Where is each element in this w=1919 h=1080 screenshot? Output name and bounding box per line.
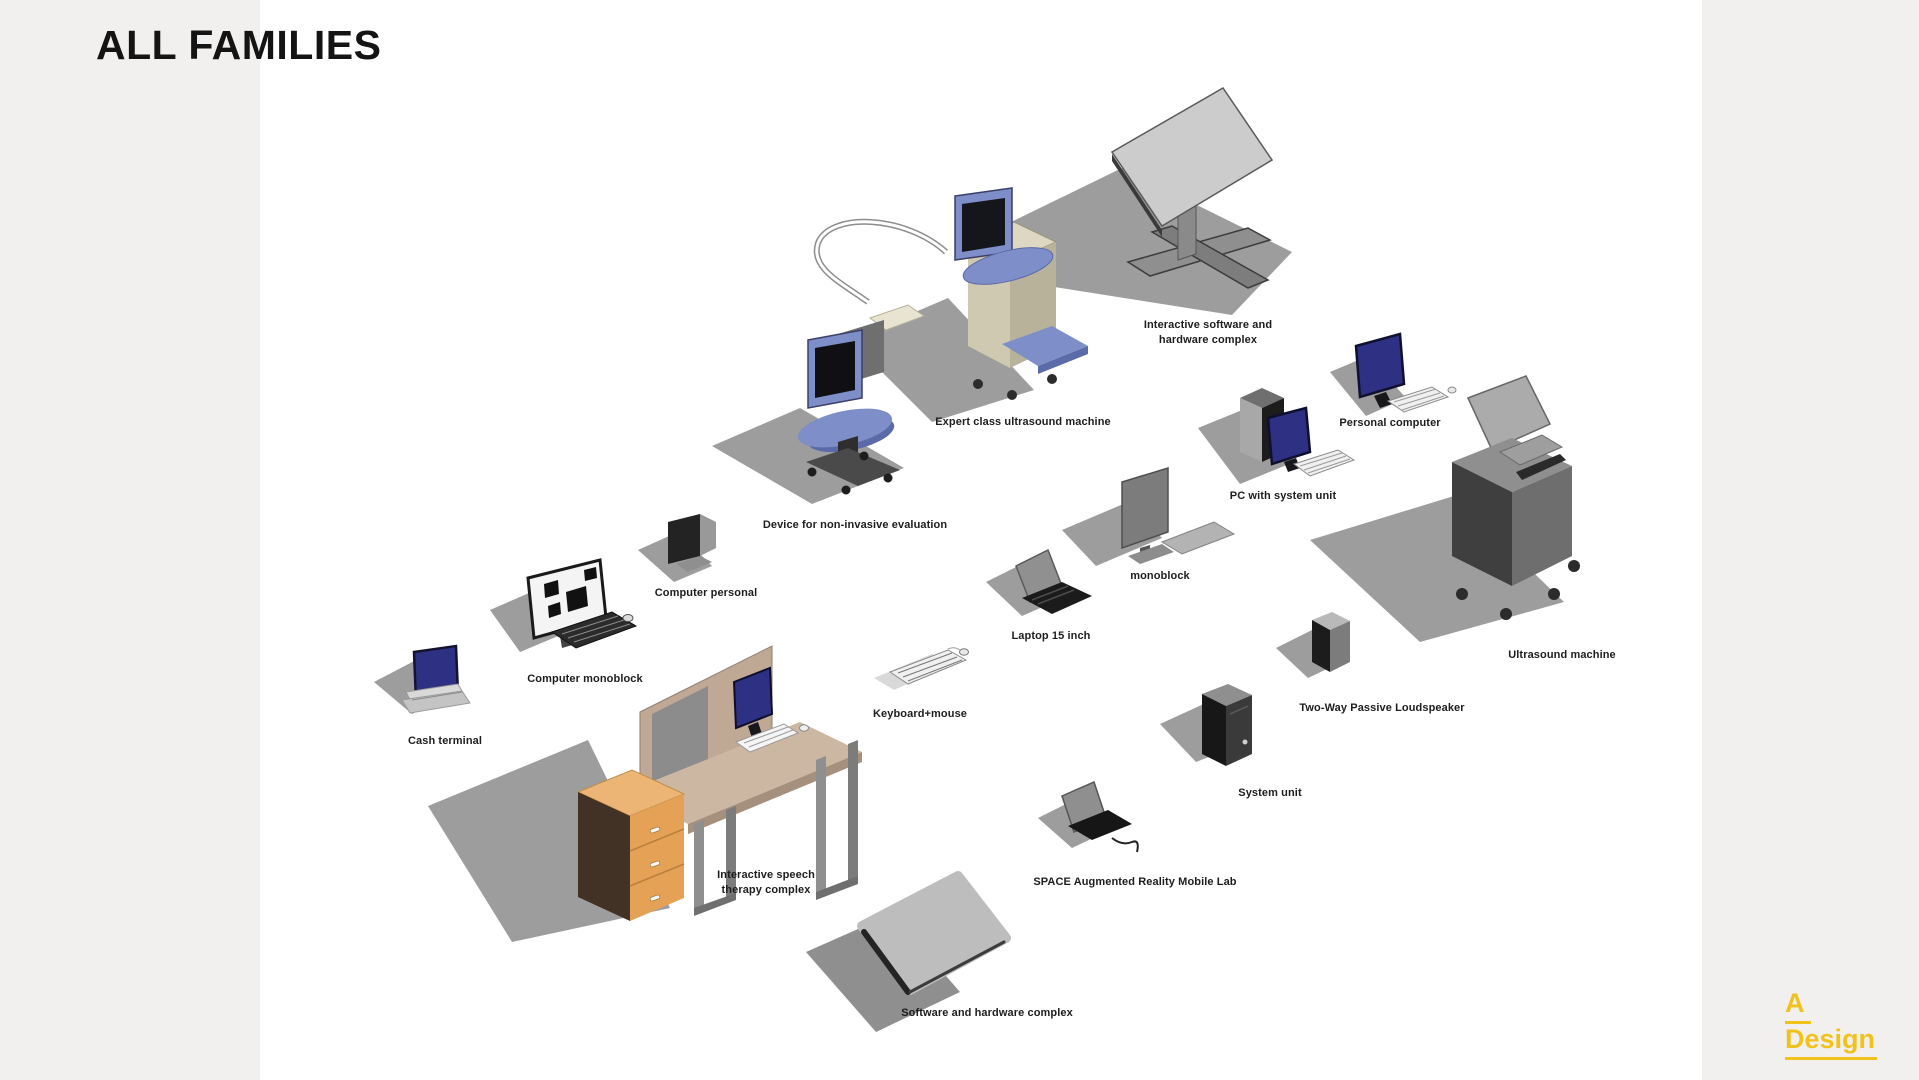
label-monoblock: monoblock bbox=[1130, 570, 1190, 582]
label-interactive-software-hardware-complex: Interactive software and hardware comple… bbox=[1143, 319, 1273, 346]
model-computer-monoblock bbox=[490, 558, 638, 652]
right-margin-panel bbox=[1702, 0, 1919, 1080]
label-personal-computer: Personal computer bbox=[1339, 417, 1441, 429]
model-system-unit bbox=[1160, 684, 1252, 766]
model-interactive-software-hardware-complex bbox=[1005, 87, 1292, 315]
label-software-and-hardware-complex: Software and hardware complex bbox=[901, 1007, 1073, 1019]
left-margin-panel bbox=[0, 0, 260, 1080]
model-device-for-non-invasive-evaluation bbox=[712, 304, 926, 504]
brand-logo-line1[interactable]: A bbox=[1785, 988, 1811, 1024]
model-expert-class-ultrasound-machine bbox=[813, 187, 1088, 422]
label-pc-with-system-unit: PC with system unit bbox=[1229, 490, 1337, 502]
label-laptop-15-inch: Laptop 15 inch bbox=[1011, 630, 1091, 642]
page-title: ALL FAMILIES bbox=[96, 22, 382, 68]
label-computer-monoblock: Computer monoblock bbox=[527, 673, 643, 685]
model-pc-with-system-unit bbox=[1198, 388, 1356, 484]
model-personal-computer bbox=[1330, 332, 1457, 416]
model-laptop-15-inch bbox=[986, 548, 1092, 616]
label-system-unit: System unit bbox=[1238, 787, 1302, 799]
label-space-augmented-reality-mobile-lab: SPACE Augmented Reality Mobile Lab bbox=[1033, 876, 1237, 888]
label-cash-terminal: Cash terminal bbox=[407, 735, 483, 747]
brand-logo-line2[interactable]: Design bbox=[1785, 1024, 1878, 1060]
label-computer-personal: Computer personal bbox=[654, 587, 758, 599]
brand-logo[interactable]: A Design bbox=[1785, 988, 1878, 1060]
label-device-for-non-invasive-evaluation: Device for non-invasive evaluation bbox=[762, 519, 948, 531]
label-interactive-speech-therapy-complex: Interactive speech therapy complex bbox=[717, 869, 815, 896]
model-interactive-speech-therapy-complex bbox=[428, 645, 862, 942]
model-space-augmented-reality-mobile-lab bbox=[1038, 780, 1139, 853]
label-ultrasound-machine: Ultrasound machine bbox=[1508, 649, 1616, 661]
label-expert-class-ultrasound-machine: Expert class ultrasound machine bbox=[935, 416, 1111, 428]
model-ultrasound-machine bbox=[1310, 375, 1580, 642]
model-monoblock bbox=[1062, 466, 1236, 566]
model-cash-terminal bbox=[374, 644, 471, 714]
model-software-and-hardware-complex bbox=[806, 871, 1011, 1032]
model-keyboard-mouse bbox=[874, 647, 969, 690]
label-keyboard-mouse: Keyboard+mouse bbox=[872, 708, 968, 720]
model-computer-personal bbox=[638, 514, 716, 582]
label-two-way-passive-loudspeaker: Two-Way Passive Loudspeaker bbox=[1299, 702, 1465, 714]
model-two-way-passive-loudspeaker bbox=[1276, 612, 1350, 678]
